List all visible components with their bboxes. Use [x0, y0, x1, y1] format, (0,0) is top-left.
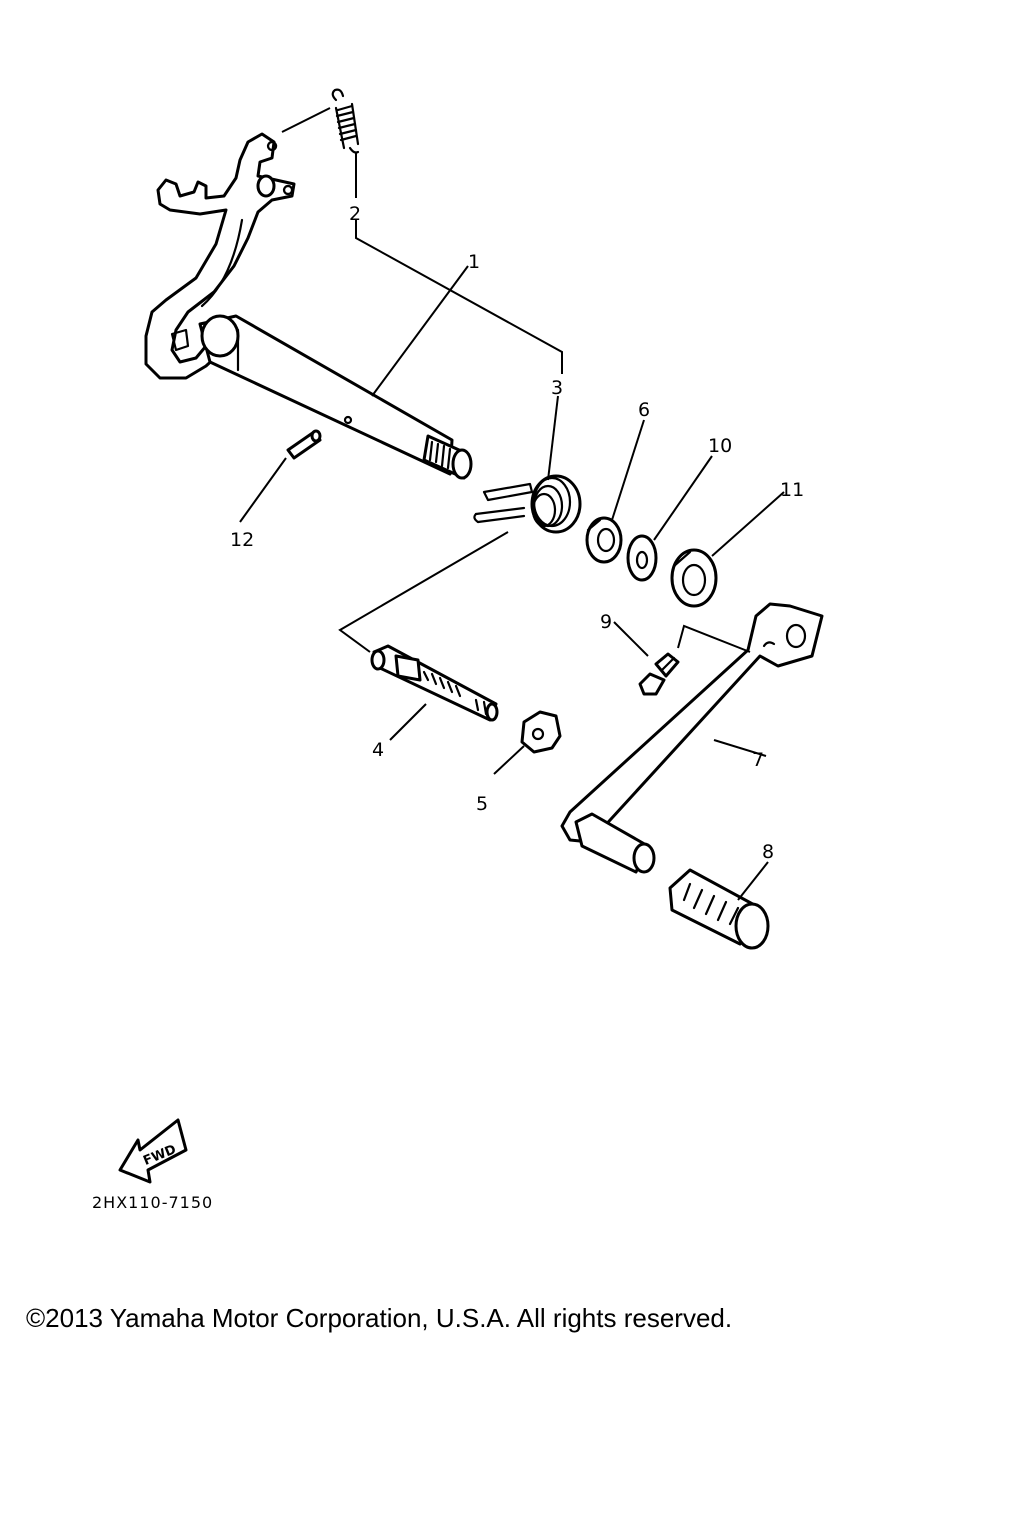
fwd-arrow-icon: FWD: [118, 1118, 188, 1184]
part-1-shift-shaft: [144, 132, 473, 480]
part-7-shift-pedal: [560, 602, 824, 874]
callout-2: 2: [349, 203, 361, 225]
callout-11: 11: [780, 479, 804, 501]
callout-1: 1: [468, 251, 480, 273]
part-12-pin: [286, 429, 322, 460]
callout-labels: 1 2 3 4 5 6 7 8 9 10 11 12: [230, 203, 804, 863]
part-9-bolt: [638, 652, 680, 696]
part-11-oil-seal: [670, 548, 718, 608]
callout-12: 12: [230, 529, 254, 551]
callout-10: 10: [708, 435, 732, 457]
callout-8: 8: [762, 841, 774, 863]
part-4-bolt: [370, 644, 499, 722]
part-8-pedal-rubber: [668, 868, 770, 950]
diagram-code: 2HX110-7150: [92, 1193, 213, 1212]
part-5-lock-plate: [520, 710, 562, 754]
callout-9: 9: [600, 611, 612, 633]
copyright-notice: ©2013 Yamaha Motor Corporation, U.S.A. A…: [26, 1303, 733, 1333]
part-2-spring: [331, 88, 360, 154]
callout-6: 6: [638, 399, 650, 421]
callout-4: 4: [372, 739, 384, 761]
callout-5: 5: [476, 793, 488, 815]
callout-3: 3: [551, 377, 563, 399]
part-3-torsion-spring: [473, 474, 582, 534]
part-6-oil-seal: [585, 516, 623, 564]
leader-lines: [239, 107, 785, 901]
part-10-washer: [626, 534, 658, 582]
callout-7: 7: [752, 749, 764, 771]
